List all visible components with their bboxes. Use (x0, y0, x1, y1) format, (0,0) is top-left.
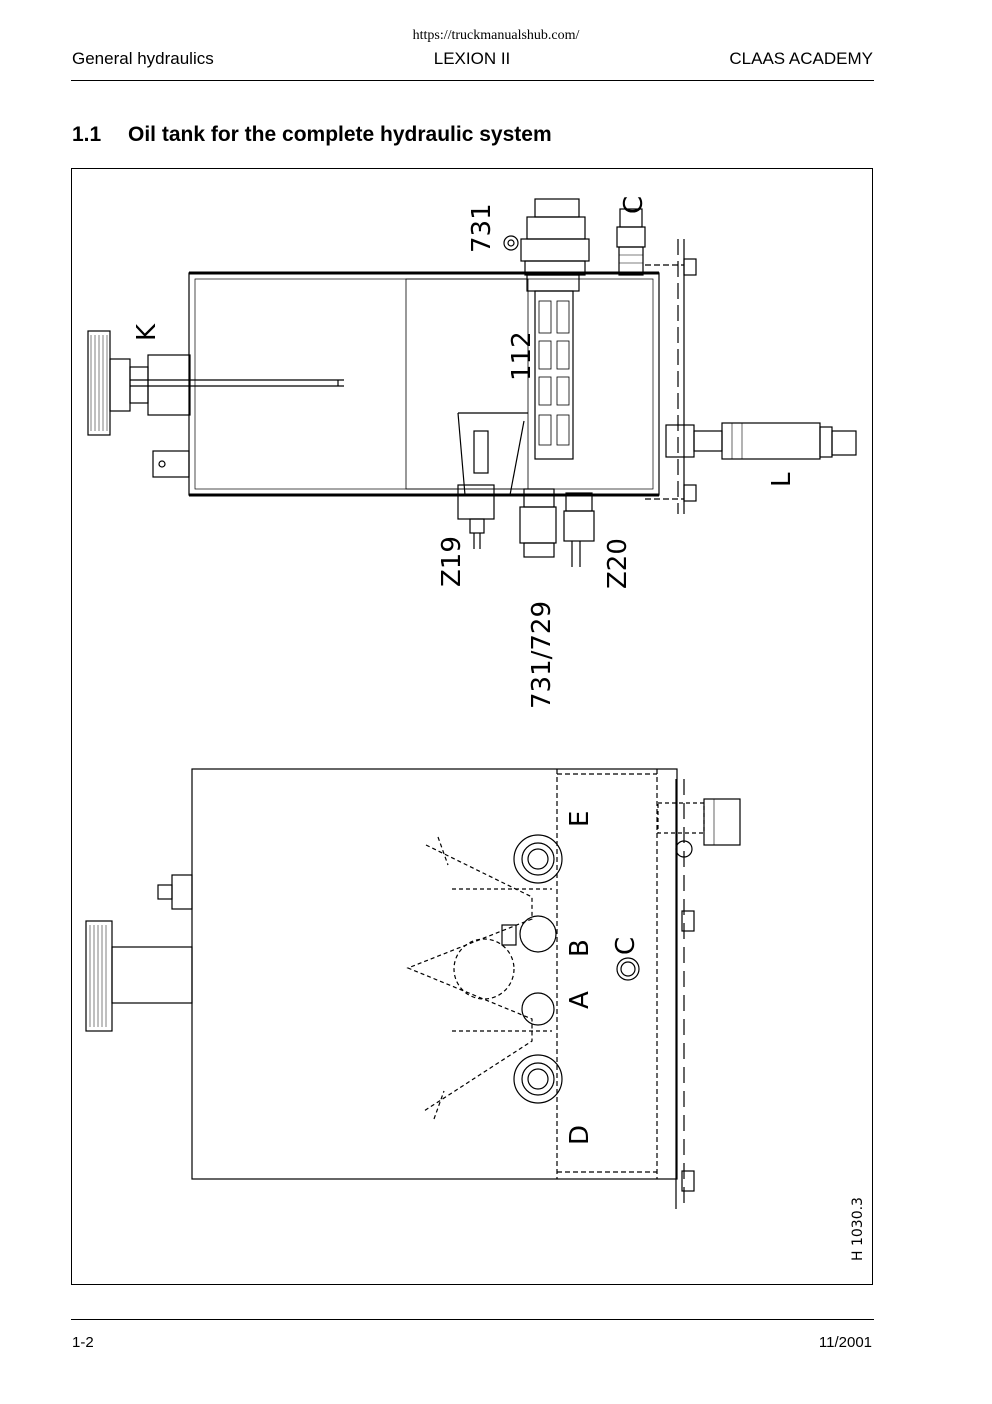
technical-drawing: 731 C K 112 L Z19 731/729 Z20 E B C A D … (71, 168, 873, 1285)
footer-rule (71, 1319, 874, 1320)
label-z19: Z19 (437, 536, 467, 587)
label-731: 731 (467, 203, 497, 253)
label-d: D (565, 1125, 595, 1145)
page-number: 1-2 (72, 1334, 94, 1351)
header-rule (71, 80, 874, 81)
section-title: Oil tank for the complete hydraulic syst… (128, 123, 552, 146)
label-731-729: 731/729 (527, 601, 557, 709)
label-112: 112 (507, 331, 537, 381)
header-section: General hydraulics (72, 49, 214, 68)
header-publisher: CLAAS ACADEMY (729, 49, 873, 68)
label-a: A (565, 991, 595, 1009)
label-z20: Z20 (603, 538, 633, 589)
figure-reference: H 1030.3 (850, 1197, 866, 1261)
label-c-top: C (619, 196, 649, 214)
label-b: B (565, 939, 595, 957)
label-l: L (767, 472, 797, 487)
section-number: 1.1 (72, 123, 102, 146)
tank-section-view (87, 198, 857, 567)
issue-date: 11/2001 (818, 1334, 872, 1351)
drawing-canvas: 731 C K 112 L Z19 731/729 Z20 E B C A D … (85, 196, 866, 1261)
label-e: E (565, 811, 595, 827)
section-heading: 1.1 Oil tank for the complete hydraulic s… (72, 123, 552, 147)
label-k: K (132, 323, 162, 341)
tank-elevation-view (85, 768, 741, 1209)
label-c-bottom: C (611, 937, 641, 955)
source-url: https://truckmanualshub.com/ (412, 28, 580, 43)
drawing-labels: 731 C K 112 L Z19 731/729 Z20 E B C A D … (132, 196, 866, 1261)
header-model: LEXION II (433, 49, 511, 68)
